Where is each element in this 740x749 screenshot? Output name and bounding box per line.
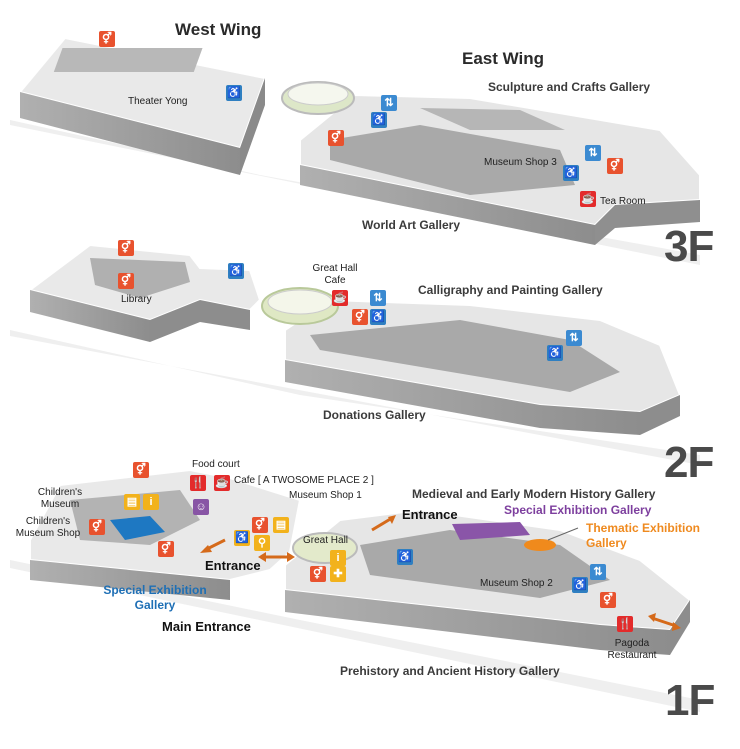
restroom-icon[interactable]: ⚥ <box>600 592 616 608</box>
special-exhibition-gallery-left-label[interactable]: Special Exhibition Gallery <box>103 583 207 612</box>
shop-icon[interactable]: ▤ <box>124 494 140 510</box>
thematic-exhibition-room <box>524 539 556 551</box>
floor-1f-label: 1F <box>665 676 715 725</box>
floor-3f-building <box>10 36 701 265</box>
library-label[interactable]: Library <box>121 294 152 305</box>
east-wing-3f-rooms-2 <box>420 108 565 130</box>
stroller-icon[interactable]: ⚲ <box>254 535 270 551</box>
wheelchair-icon[interactable]: ♿ <box>371 112 387 128</box>
west-wing-label: West Wing <box>175 20 262 39</box>
restroom-icon[interactable]: ⚥ <box>607 158 623 174</box>
restroom-icon[interactable]: ⚥ <box>352 309 368 325</box>
entrance-arrows <box>200 515 681 631</box>
floor-1f-building <box>10 468 700 712</box>
elevator-icon[interactable]: ⇅ <box>381 95 397 111</box>
entrance-arrow-pagoda <box>651 616 677 628</box>
wheelchair-icon[interactable]: ♿ <box>370 309 386 325</box>
west-wing-2f-rooms <box>90 258 190 298</box>
theater-yong-label[interactable]: Theater Yong <box>128 96 188 107</box>
shop-icon[interactable]: ▤ <box>273 517 289 533</box>
east-wing-3f-rooms <box>330 125 575 195</box>
special-exhibition-room-purple <box>452 522 530 540</box>
pagoda-restaurant-label[interactable]: Pagoda Restaurant <box>607 638 657 661</box>
restroom-icon[interactable]: ⚥ <box>89 519 105 535</box>
world-art-gallery-label[interactable]: World Art Gallery <box>362 218 461 232</box>
restroom-icon[interactable]: ⚥ <box>99 31 115 47</box>
special-exhibition-room-blue <box>110 516 165 540</box>
sculpture-gallery-label[interactable]: Sculpture and Crafts Gallery <box>488 80 651 94</box>
restroom-icon[interactable]: ⚥ <box>133 462 149 478</box>
thematic-exhibition-gallery-label[interactable]: Thematic Exhibition Gallery <box>586 521 701 550</box>
west-wing-2f-side <box>150 300 250 342</box>
thematic-pointer <box>547 527 579 541</box>
special-exhibition-gallery-right-label[interactable]: Special Exhibition Gallery <box>504 503 652 517</box>
east-wing-2f-front <box>285 360 640 435</box>
wheelchair-icon[interactable]: ♿ <box>234 530 250 546</box>
elevator-icon[interactable]: ⇅ <box>590 564 606 580</box>
first-aid-icon[interactable]: ✚ <box>330 566 346 582</box>
wheelchair-icon[interactable]: ♿ <box>226 85 242 101</box>
wheelchair-icon[interactable]: ♿ <box>397 549 413 565</box>
floor-1f-plate <box>10 560 700 712</box>
entrance-arrow-right <box>371 516 393 532</box>
restroom-icon[interactable]: ⚥ <box>118 273 134 289</box>
floor-2f-building <box>10 243 700 465</box>
floor-2f-label: 2F <box>664 438 714 487</box>
floor-2f-plate <box>10 330 700 465</box>
childrens-museum-label[interactable]: Children's Museum <box>37 487 83 510</box>
west-wing-3f-side <box>240 78 265 175</box>
restroom-icon[interactable]: ⚥ <box>158 541 174 557</box>
east-wing-1f-front <box>285 590 670 655</box>
cafe-icon[interactable]: ☕ <box>214 475 230 491</box>
elevator-icon[interactable]: ⇅ <box>370 290 386 306</box>
west-wing-1f-front <box>30 560 230 600</box>
cafe-twosome-label[interactable]: Cafe [ A TWOSOME PLACE 2 ] <box>234 475 374 486</box>
restroom-icon[interactable]: ⚥ <box>118 240 134 256</box>
floor-3f-label: 3F <box>664 222 714 271</box>
wheelchair-icon[interactable]: ♿ <box>572 577 588 593</box>
great-hall-cafe-label[interactable]: Great Hall Cafe <box>312 263 358 286</box>
calligraphy-gallery-label[interactable]: Calligraphy and Painting Gallery <box>418 283 603 297</box>
museum-shop-3-label[interactable]: Museum Shop 3 <box>484 157 557 168</box>
restaurant-icon[interactable]: 🍴 <box>617 616 633 632</box>
tea-room-label[interactable]: Tea Room <box>600 196 646 207</box>
wheelchair-icon[interactable]: ♿ <box>547 345 563 361</box>
restroom-icon[interactable]: ⚥ <box>252 517 268 533</box>
museum-shop-2-label[interactable]: Museum Shop 2 <box>480 578 553 589</box>
wheelchair-icon[interactable]: ♿ <box>228 263 244 279</box>
nursing-room-icon[interactable]: ☺ <box>193 499 209 515</box>
museum-shop-1-label[interactable]: Museum Shop 1 <box>289 490 362 501</box>
restaurant-icon[interactable]: ☕ <box>580 191 596 207</box>
information-icon[interactable]: i <box>143 494 159 510</box>
restroom-icon[interactable]: ⚥ <box>310 566 326 582</box>
childrens-museum-shop-label[interactable]: Children's Museum Shop <box>15 516 81 539</box>
elevator-icon[interactable]: ⇅ <box>585 145 601 161</box>
restaurant-icon[interactable]: ☕ <box>332 290 348 306</box>
medieval-gallery-label[interactable]: Medieval and Early Modern History Galler… <box>412 487 656 501</box>
east-wing-2f-side <box>640 395 680 435</box>
wheelchair-icon[interactable]: ♿ <box>563 165 579 181</box>
restaurant-icon[interactable]: 🍴 <box>190 475 206 491</box>
west-wing-3f-rooms <box>53 48 203 72</box>
east-wing-label: East Wing <box>462 49 545 68</box>
entrance-left-label[interactable]: Entrance <box>205 558 261 573</box>
east-wing-3f-front <box>300 165 595 245</box>
elevator-icon[interactable]: ⇅ <box>566 330 582 346</box>
restroom-icon[interactable]: ⚥ <box>328 130 344 146</box>
information-icon[interactable]: i <box>330 550 346 566</box>
entrance-right-label[interactable]: Entrance <box>402 507 458 522</box>
west-wing-3f-front <box>20 92 240 175</box>
prehistory-gallery-label[interactable]: Prehistory and Ancient History Gallery <box>340 664 560 678</box>
great-hall-label[interactable]: Great Hall <box>303 535 349 546</box>
main-entrance-label[interactable]: Main Entrance <box>162 619 251 634</box>
food-court-label[interactable]: Food court <box>192 459 240 470</box>
donations-gallery-label[interactable]: Donations Gallery <box>323 408 426 422</box>
west-wing-2f-front <box>30 290 150 342</box>
east-wing-2f-rooms <box>310 320 620 392</box>
east-wing-3f-side <box>595 200 700 245</box>
